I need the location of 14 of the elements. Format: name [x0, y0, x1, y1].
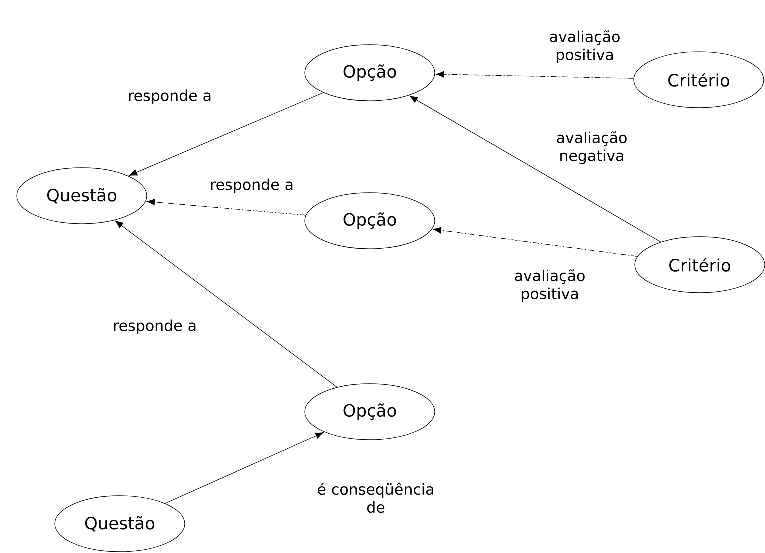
arrow — [115, 220, 338, 388]
edge-label: avaliação positiva — [550, 30, 620, 64]
arrow — [165, 432, 324, 504]
arrow — [129, 92, 324, 176]
edge-label: responde a — [114, 320, 196, 334]
arrow — [433, 227, 638, 257]
arrow — [436, 71, 634, 79]
edge-label: avaliação negativa — [557, 132, 627, 164]
arrow — [146, 199, 306, 216]
edge-label: responde a — [211, 178, 293, 194]
edge-label: responde a — [129, 90, 211, 104]
arrow — [410, 96, 662, 243]
edge-label: é conseqüência de — [318, 482, 434, 514]
edge-label: avaliação positiva — [515, 270, 585, 302]
